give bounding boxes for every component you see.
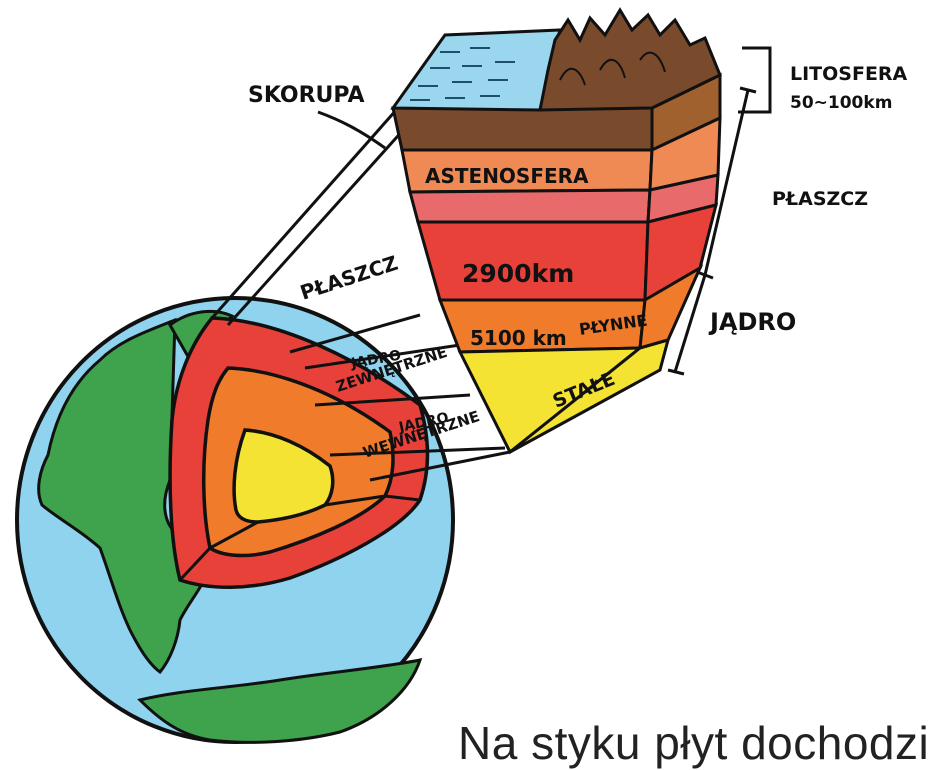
layer-lithosphere-front: [393, 108, 652, 150]
layer-inner-core-front: [460, 348, 640, 452]
label-plaszcz-right: PŁASZCZ: [772, 188, 868, 210]
cross-section-block: [393, 10, 720, 452]
skorupa-leader: [318, 112, 385, 148]
label-litosfera-depth: 50~100km: [790, 93, 892, 113]
label-jadro-right: JĄDRO: [708, 308, 796, 336]
top-water: [393, 30, 560, 110]
litosfera-bracket: [738, 48, 770, 112]
label-litosfera: LITOSFERA: [790, 63, 908, 85]
plaszcz-top-tick: [740, 88, 756, 92]
layer-mantle-pink-front: [410, 190, 650, 222]
label-skorupa: SKORUPA: [248, 83, 365, 108]
label-plaszcz-inner: PŁASZCZ: [297, 251, 401, 305]
label-astenosfera: ASTENOSFERA: [425, 164, 589, 188]
label-depth-5100: 5100 km: [470, 326, 567, 350]
caption-text: Na styku płyt dochodzi: [458, 716, 929, 770]
label-depth-2900: 2900km: [462, 259, 574, 288]
